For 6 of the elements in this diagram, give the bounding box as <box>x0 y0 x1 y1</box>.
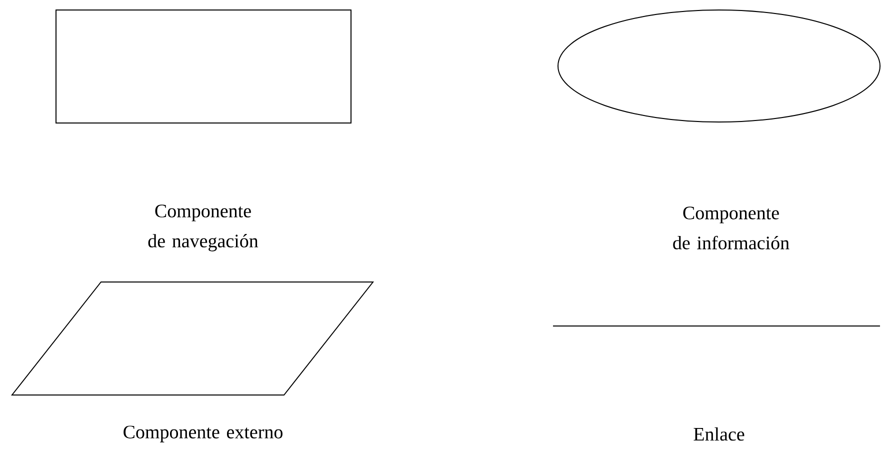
shape-label: Enlace <box>694 427 744 441</box>
rectangle-symbol <box>56 10 352 124</box>
shape-label: Componente externo <box>124 426 282 442</box>
ellipse-symbol <box>558 10 880 122</box>
shape-label: Componente de navegación <box>148 204 258 252</box>
shape-label: Componente de información <box>673 206 790 250</box>
